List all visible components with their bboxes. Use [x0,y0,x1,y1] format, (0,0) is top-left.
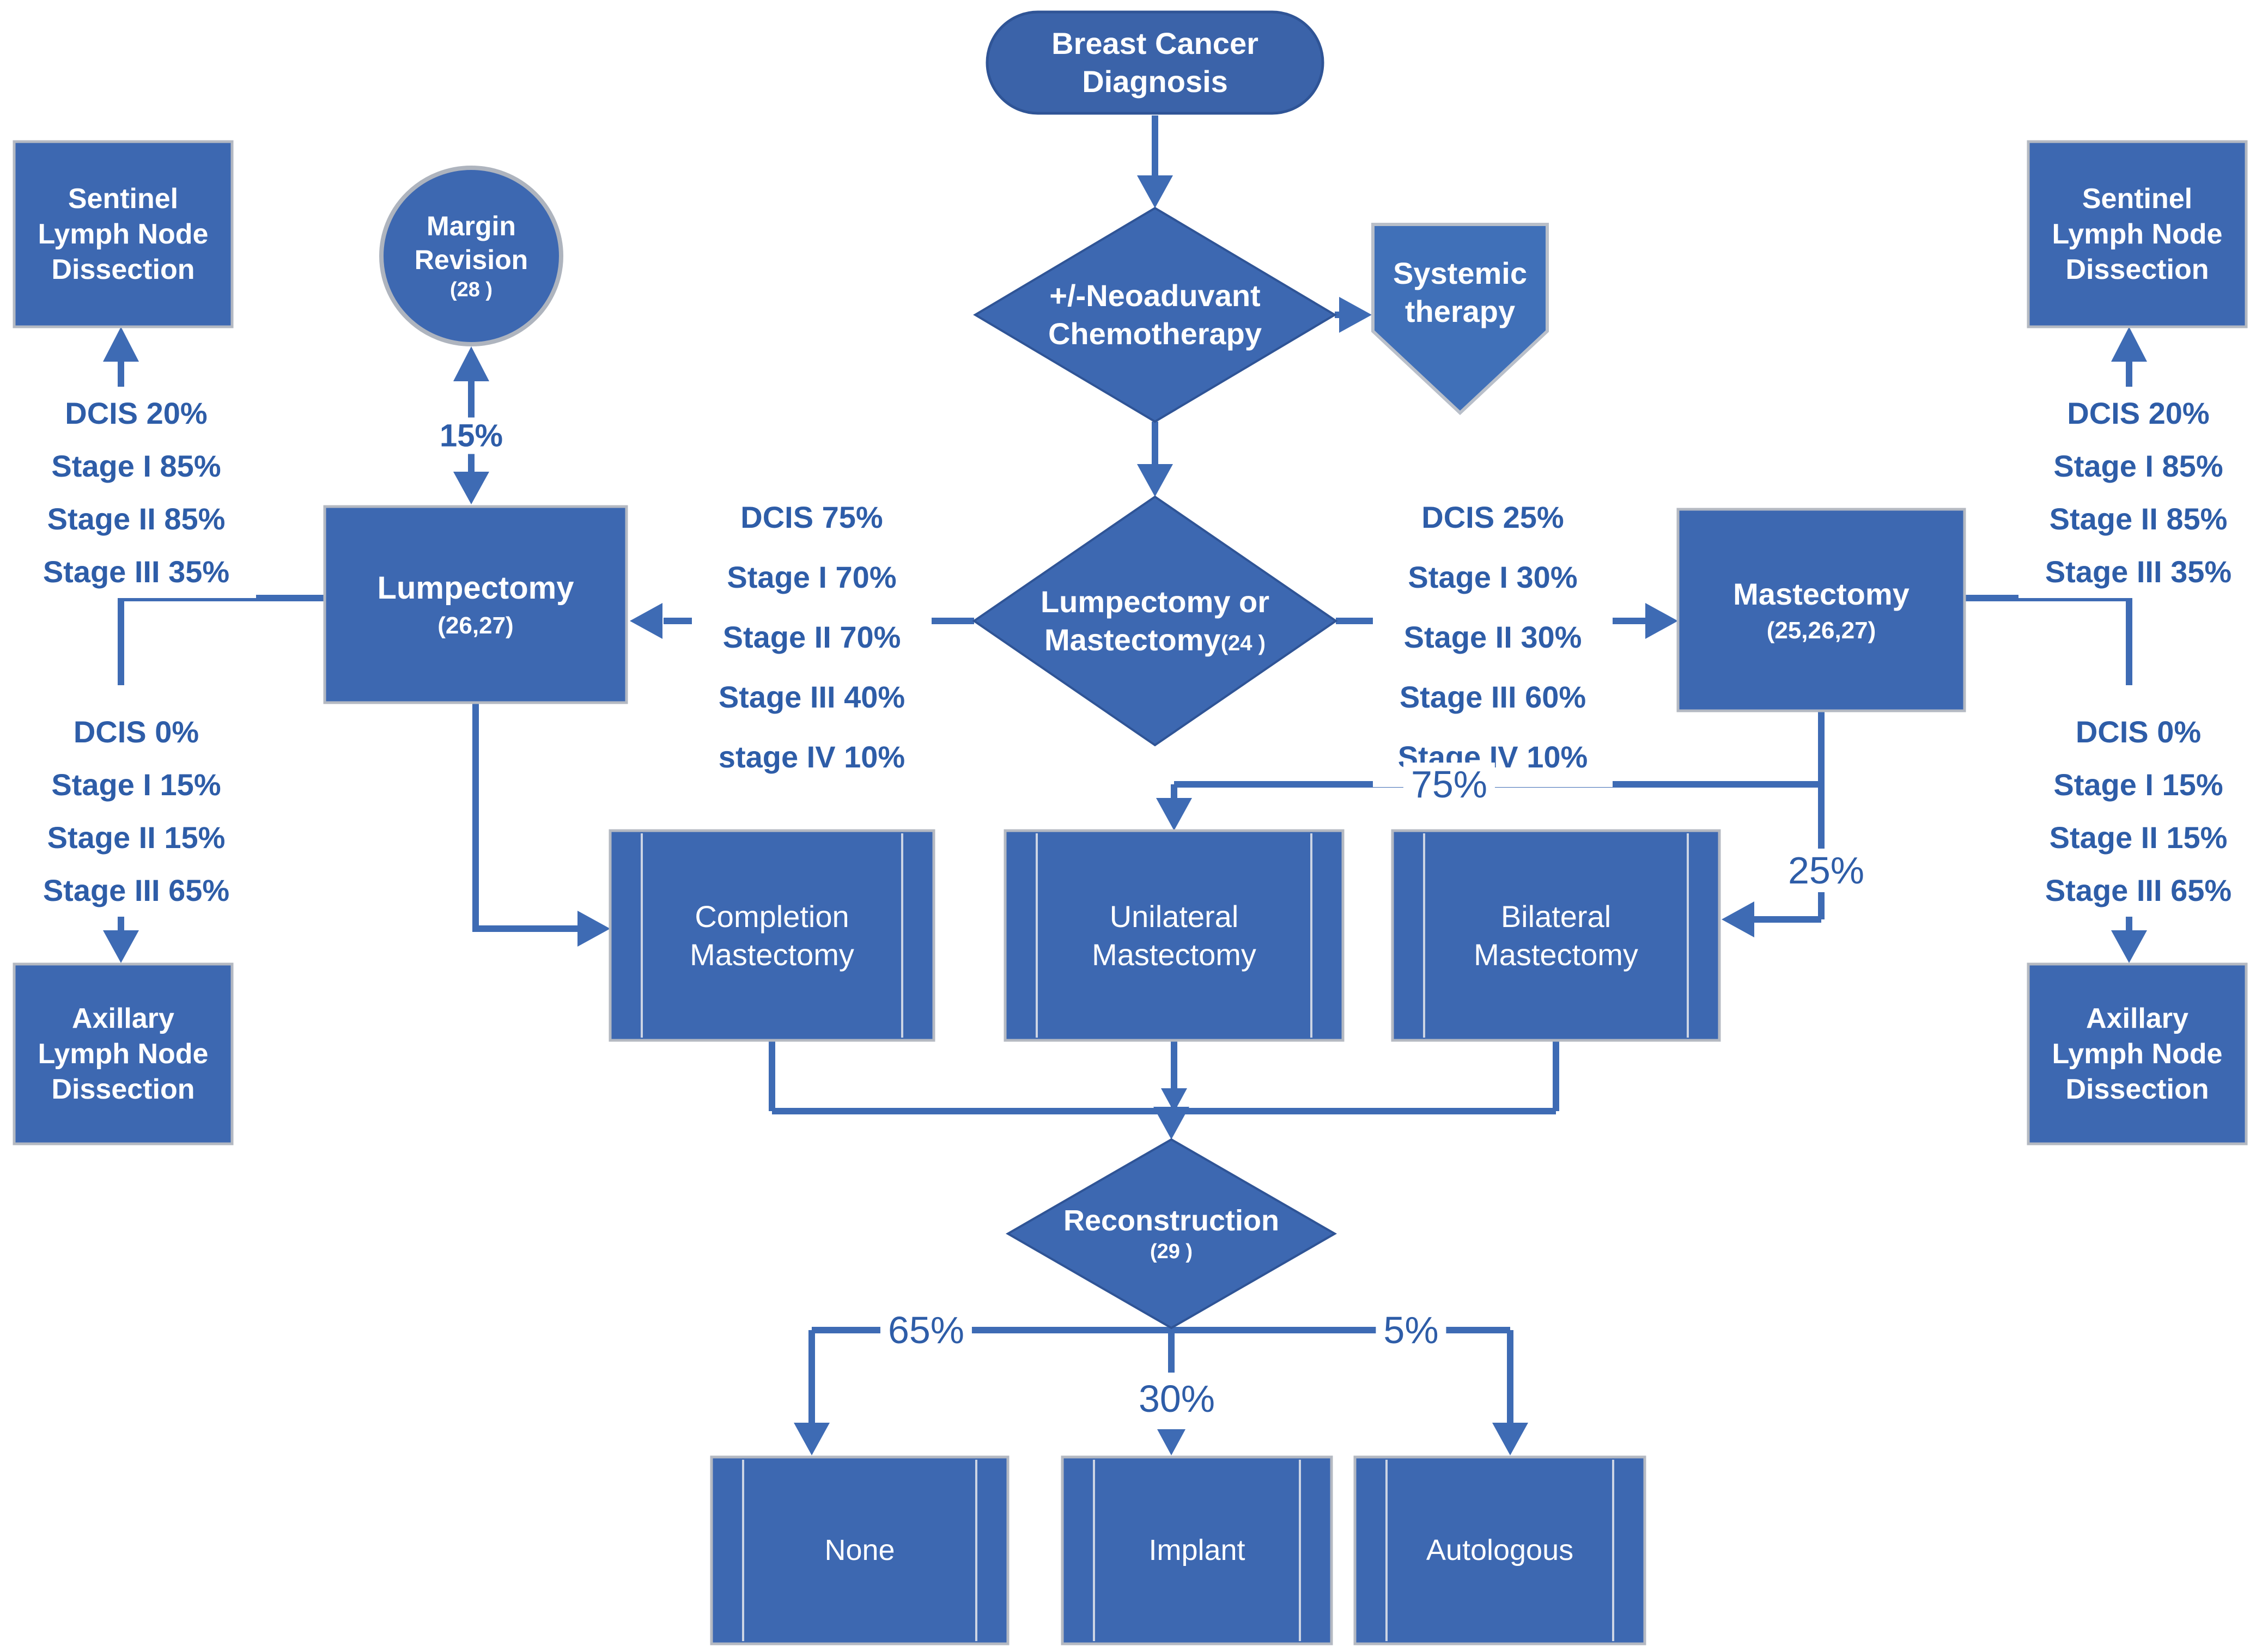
stat-line: DCIS 25% [1421,500,1564,534]
arrowhead-to-unilateral [1156,798,1192,831]
edge-label-unilateral-pct: 75% [1403,763,1495,806]
stats-sentinel-left: DCIS 20% Stage I 85% Stage II 85% Stage … [16,387,256,598]
stat-line: Stage III 65% [42,873,230,907]
stats-sentinel-right: DCIS 20% Stage I 85% Stage II 85% Stage … [2018,387,2258,598]
node-completion-mastectomy: Completion Mastectomy [690,899,854,972]
stat-line: Stage II 30% [1403,620,1582,654]
unilateral-shape [1004,829,1345,1042]
node-margin-revision: Margin Revision (28 ) [414,210,528,301]
margin-circle-shape [379,166,563,346]
sentinel-right-shape [2027,140,2248,328]
edge-label-bilateral-pct: 25% [1780,849,1872,892]
stat-line: Stage I 85% [2053,449,2223,483]
node-sentinel-right: Sentinel Lymph Node Dissection [2052,182,2223,285]
arrowhead-to-reconstruction [1153,1107,1189,1139]
node-unilateral-mastectomy: Unilateral Mastectomy [1092,899,1256,972]
stat-line: Stage II 15% [47,820,226,855]
stat-line: Stage III 35% [42,554,230,589]
node-implant: Implant [1148,1533,1245,1566]
stat-line: Stage I 15% [2053,767,2223,802]
axillary-left-shape [13,962,234,1145]
node-axillary-right: Axillary Lymph Node Dissection [2052,1002,2223,1105]
arrowhead-to-bilateral [1722,901,1754,937]
lumpectomy-shape [323,505,628,704]
arrowhead-to-mastectomy [1645,603,1678,639]
node-mastectomy: Mastectomy (25,26,27) [1733,576,1910,644]
node-lumpectomy: Lumpectomy (26,27) [377,570,574,639]
stat-line: Stage I 15% [51,767,221,802]
stats-axillary-right: DCIS 0% Stage I 15% Stage II 15% Stage I… [2018,705,2258,917]
stats-to-mastectomy: DCIS 25% Stage I 30% Stage II 30% Stage … [1373,487,1613,787]
arrowhead-to-chemo [1137,175,1173,208]
stat-line: stage IV 10% [718,740,905,774]
arrowhead-to-decision [1137,464,1173,497]
chemo-diamond-shape [973,206,1337,423]
node-reconstruction: Reconstruction (29 ) [1063,1204,1280,1264]
none-shape [710,1455,1010,1645]
stat-line: Stage III 65% [2045,873,2232,907]
node-systemic-therapy: Systemic therapy [1393,256,1527,328]
arrowhead-to-systemic [1339,297,1372,333]
arrowhead-bus-junction [1161,1088,1187,1112]
implant-shape [1061,1455,1333,1645]
stat-line: Stage III 40% [718,680,905,714]
arrowhead-to-autologous [1492,1423,1528,1455]
stat-line: Stage III 35% [2045,554,2232,589]
axillary-right-shape [2027,962,2248,1145]
stats-to-lumpectomy: DCIS 75% Stage I 70% Stage II 70% Stage … [692,487,932,787]
stat-line: Stage I 70% [727,560,897,594]
stat-line: DCIS 0% [2075,715,2202,749]
systemic-pentagon-shape [1371,223,1549,416]
stat-line: Stage I 30% [1408,560,1578,594]
stat-line: Stage II 15% [2049,820,2228,855]
autologous-shape [1353,1455,1646,1645]
edge-label-implant-pct: 30% [1138,1377,1215,1420]
completion-shape [609,829,935,1042]
edge-lumpectomy-to-completion [472,703,579,932]
arrowhead-to-lumpectomy [630,603,662,639]
arrowhead-to-axillary-left [103,930,139,963]
arrowhead-to-completion [577,911,610,947]
arrowhead-margin-to-lumpectomy [453,472,489,504]
arrowhead-to-none [794,1423,830,1455]
node-bilateral-mastectomy: Bilateral Mastectomy [1474,899,1638,972]
decision-label: Mastectomy [1044,623,1221,657]
node-neoadjuvant-chemo: +/-Neoaduvant Chemotherapy [1048,278,1262,351]
arrowhead-to-axillary-right [2111,930,2147,963]
node-axillary-left: Axillary Lymph Node Dissection [38,1002,209,1105]
edge-label-autologous-pct: 5% [1376,1308,1446,1352]
edge-label-none-pct: 65% [880,1308,972,1352]
stat-line: Stage I 85% [51,449,221,483]
stat-line: DCIS 20% [65,396,208,430]
bilateral-shape [1391,829,1721,1042]
arrowhead-to-margin [453,346,489,381]
stat-line: Stage II 85% [2049,502,2228,536]
stat-line: Stage II 85% [47,502,226,536]
stat-line: Stage II 70% [722,620,901,654]
sentinel-left-shape [13,140,234,328]
edge-label-margin-pct: 15% [431,417,511,454]
stat-line: DCIS 0% [73,715,199,749]
mastectomy-shape [1676,508,1966,712]
arrowhead-to-sentinel-right [2111,327,2147,362]
node-decision: Lumpectomy or Mastectomy(24 ) [1040,584,1270,657]
stat-line: DCIS 75% [740,500,883,534]
stat-line: Stage III 60% [1399,680,1586,714]
decision-ref: (24 ) [1220,631,1266,655]
node-autologous: Autologous [1426,1533,1574,1566]
reconstruction-diamond-shape [1005,1138,1337,1330]
diagnosis-oval-shape [986,10,1324,115]
arrowhead-to-sentinel-left [103,327,139,362]
node-sentinel-left: Sentinel Lymph Node Dissection [38,182,209,285]
node-none: None [824,1533,895,1566]
stats-axillary-left: DCIS 0% Stage I 15% Stage II 15% Stage I… [16,705,256,917]
stat-line: DCIS 20% [2067,396,2210,430]
node-diagnosis: Breast Cancer Diagnosis [1051,26,1258,99]
decision-diamond-shape [972,495,1338,747]
arrowhead-to-implant [1157,1429,1185,1455]
